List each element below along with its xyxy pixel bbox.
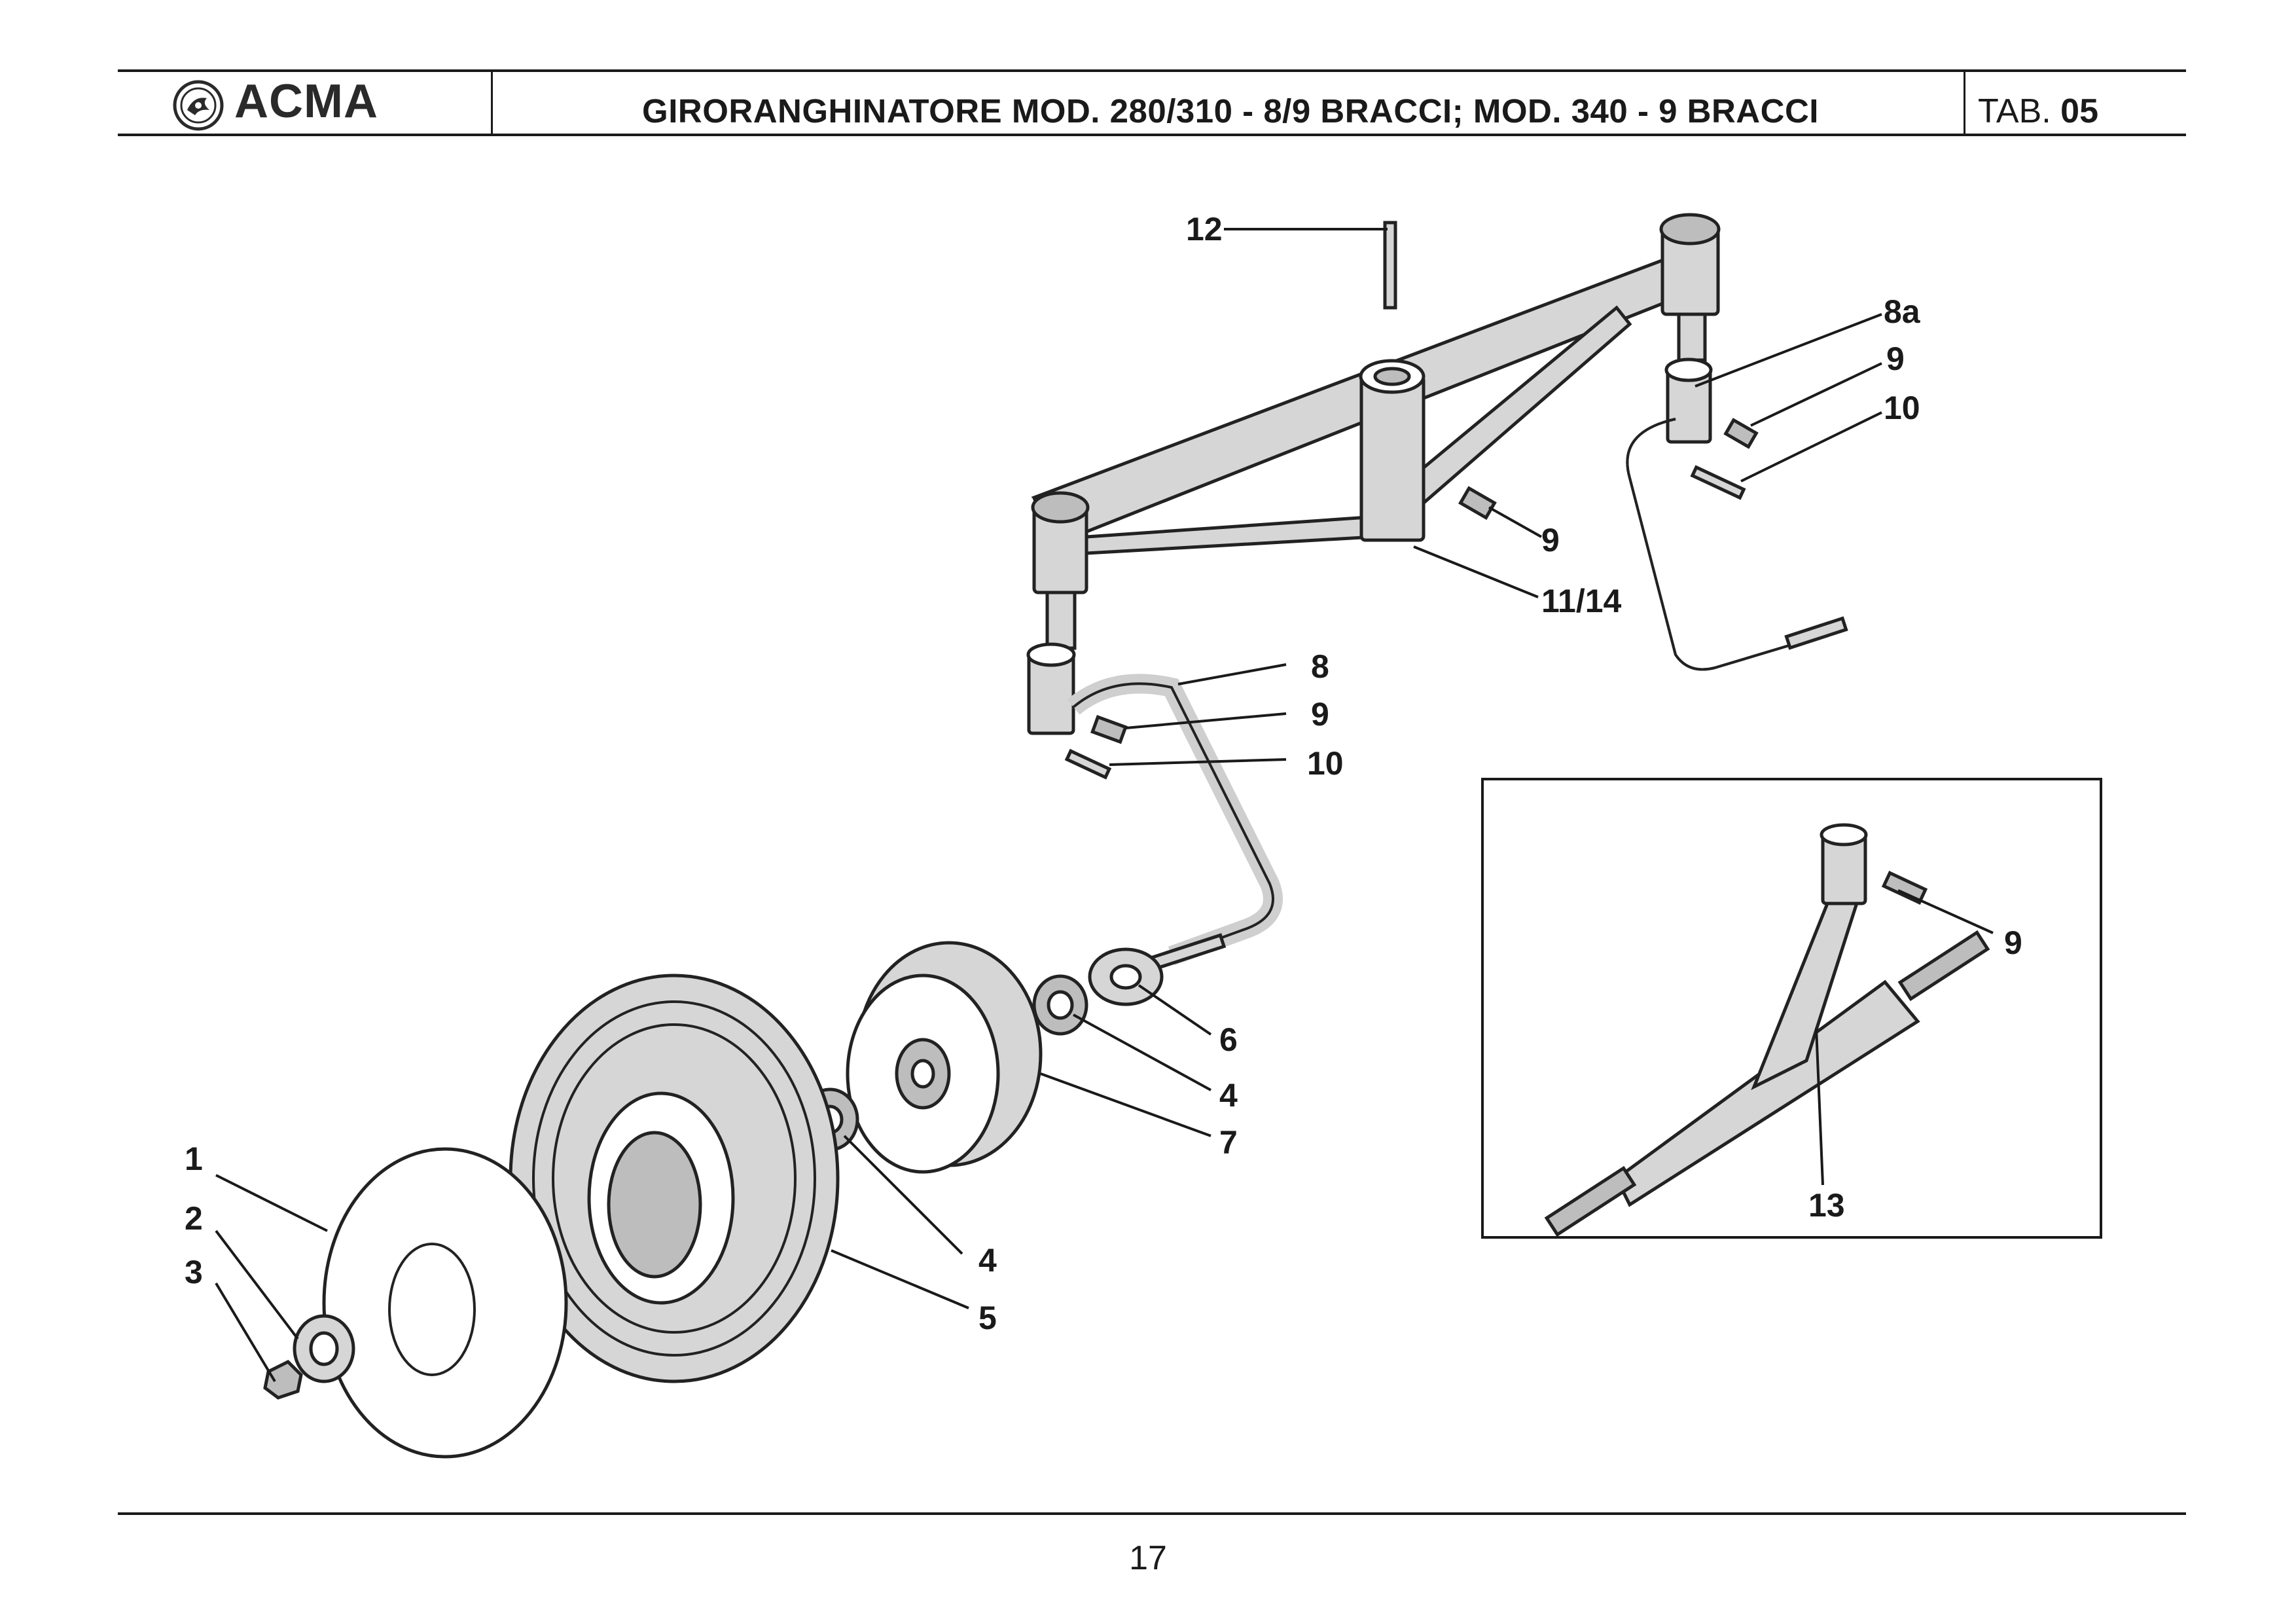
callout-5: 5 bbox=[978, 1300, 997, 1336]
page-number: 17 bbox=[1129, 1539, 1167, 1577]
acma-emblem-icon bbox=[173, 80, 224, 131]
brand-name: ACMA bbox=[234, 75, 378, 128]
arm-8a bbox=[1626, 357, 1848, 671]
nut-3 bbox=[263, 1359, 303, 1400]
tab-prefix: TAB. bbox=[1978, 92, 2051, 130]
header-top-rule bbox=[118, 69, 2186, 72]
axle-13 bbox=[1544, 823, 1990, 1237]
inset-box bbox=[1481, 778, 2102, 1239]
rim-7 bbox=[846, 941, 1043, 1174]
bolt-9-left bbox=[1090, 714, 1128, 744]
header-divider-right bbox=[1964, 71, 1965, 135]
footer-rule bbox=[118, 1512, 2186, 1515]
header-bottom-rule bbox=[118, 134, 2186, 136]
callout-9-inset: 9 bbox=[2004, 924, 2022, 961]
frame-assembly bbox=[1031, 213, 1721, 650]
page-title: GIRORANGHINATORE MOD. 280/310 - 8/9 BRAC… bbox=[642, 92, 1819, 130]
callout-8a: 8a bbox=[1884, 293, 1921, 330]
callout-9-right: 9 bbox=[1886, 340, 1905, 377]
callout-11-14: 11/14 bbox=[1541, 583, 1622, 619]
header-divider-left bbox=[491, 71, 493, 135]
inner-tube-1 bbox=[322, 1147, 568, 1459]
tab-number: 05 bbox=[2060, 92, 2099, 130]
leader-lines bbox=[215, 228, 1994, 1383]
bearing-4-right bbox=[1032, 974, 1088, 1036]
callout-1: 1 bbox=[185, 1140, 203, 1177]
callout-12: 12 bbox=[1186, 211, 1223, 247]
bolt-9-center bbox=[1458, 486, 1497, 520]
callout-4-right: 4 bbox=[1219, 1077, 1238, 1114]
callout-6: 6 bbox=[1219, 1021, 1238, 1058]
pin-10-right bbox=[1690, 465, 1746, 500]
callout-8: 8 bbox=[1311, 648, 1329, 685]
arm-8 bbox=[1026, 642, 1283, 971]
callout-10-left: 10 bbox=[1307, 745, 1344, 782]
table-number: TAB. 05 bbox=[1978, 92, 2098, 131]
bearing-6 bbox=[1088, 947, 1164, 1006]
washer-2 bbox=[293, 1314, 355, 1383]
callout-2: 2 bbox=[185, 1200, 203, 1237]
bolt-9-right bbox=[1723, 418, 1759, 449]
callout-9-left: 9 bbox=[1311, 696, 1329, 733]
tire-5 bbox=[509, 974, 840, 1383]
callout-7: 7 bbox=[1219, 1124, 1238, 1161]
callout-4-left: 4 bbox=[978, 1242, 997, 1279]
pin-12 bbox=[1383, 221, 1397, 310]
acma-logo: ACMA bbox=[169, 73, 391, 132]
callout-13: 13 bbox=[1808, 1187, 1845, 1224]
callout-9-center: 9 bbox=[1541, 522, 1560, 558]
pin-10-left bbox=[1064, 748, 1112, 780]
callout-10-right: 10 bbox=[1884, 390, 1920, 426]
callout-3: 3 bbox=[185, 1254, 203, 1290]
